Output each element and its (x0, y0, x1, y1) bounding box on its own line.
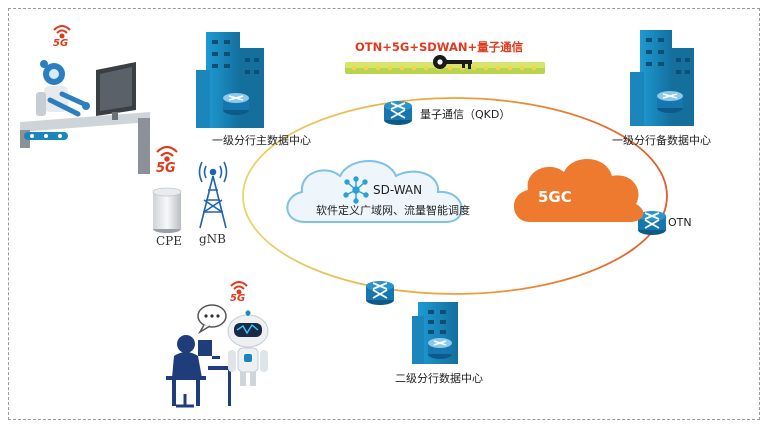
5gc-label: 5GC (538, 188, 572, 206)
robot-workstation-icon (20, 60, 150, 174)
network-ring (242, 97, 668, 295)
router-icon-otn (638, 211, 666, 235)
sdwan-subtitle: 软件定义广域网、流量智能调度 (316, 204, 470, 217)
backup-datacenter-label: 一级分行备数据中心 (612, 134, 711, 147)
5g-badge-cpe: 5G (156, 161, 176, 176)
cpe-label: CPE (156, 234, 183, 248)
otn-label: OTN (668, 216, 692, 229)
qkd-label: 量子通信（QKD） (420, 108, 511, 121)
wifi-signal-icon-top (53, 25, 71, 39)
5gc-cloud-icon (513, 158, 644, 222)
main-datacenter-building-icon (196, 32, 264, 128)
key-icon (433, 55, 472, 69)
router-icon-qkd (384, 101, 412, 125)
secondary-datacenter-building-icon (412, 302, 458, 364)
wifi-signal-icon-robot (230, 281, 248, 295)
service-robot-icon (227, 310, 269, 386)
main-datacenter-label: 一级分行主数据中心 (212, 134, 311, 147)
wifi-signal-icon-cpe (156, 145, 178, 162)
router-icon-secondary (366, 281, 394, 305)
5g-badge-top: 5G (53, 38, 69, 49)
person-at-desk-icon (166, 335, 232, 408)
headline-title: OTN+5G+SDWAN+量子通信 (355, 40, 524, 54)
cpe-device-icon (152, 187, 182, 233)
sdwan-cloud-icon (286, 160, 463, 223)
gnb-tower-icon (198, 161, 228, 229)
gnb-label: gNB (199, 232, 226, 246)
network-node-icon (343, 176, 369, 204)
diagram-frame (8, 8, 760, 420)
secondary-datacenter-label: 二级分行数据中心 (395, 372, 483, 385)
backup-datacenter-building-icon (630, 30, 694, 126)
chat-bubble-icon (197, 304, 227, 335)
sdwan-title: SD-WAN (373, 183, 423, 197)
5g-badge-robot: 5G (230, 293, 246, 304)
